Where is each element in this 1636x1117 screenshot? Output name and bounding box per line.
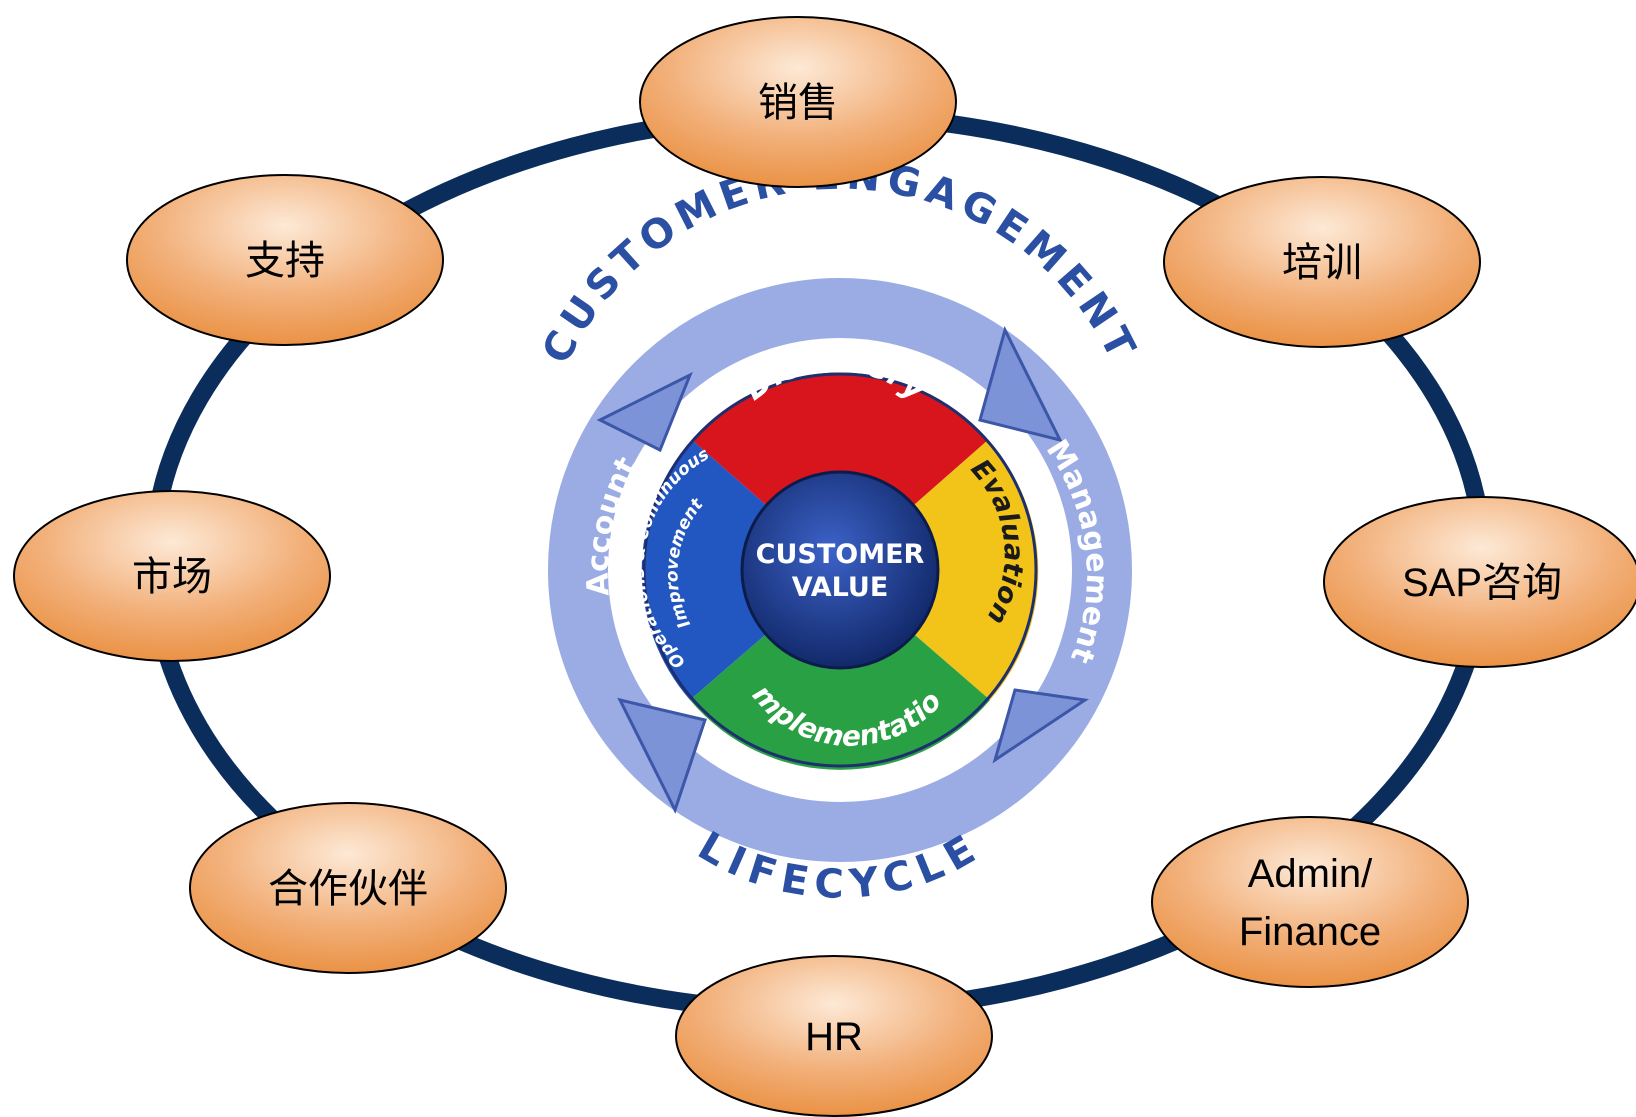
node-support: 支持 <box>126 174 444 346</box>
node-label: 市场 <box>132 555 212 599</box>
node-label: 合作伙伴 <box>268 867 428 911</box>
node-label: 支持 <box>245 239 325 283</box>
node-sap: SAP咨询 <box>1323 496 1636 668</box>
ring-arrowhead-top-right <box>978 325 1063 443</box>
node-ellipse <box>675 955 993 1117</box>
lifecycle-title-top: CUSTOMER ENGAGEMENT <box>534 152 1147 371</box>
node-partners: 合作伙伴 <box>189 802 507 974</box>
node-label: 培训 <box>1282 241 1362 285</box>
node-label: Admin/ <box>1248 852 1373 896</box>
center-label-line2: VALUE <box>792 572 889 603</box>
node-label: HR <box>805 1015 863 1059</box>
node-label: Finance <box>1239 910 1381 954</box>
node-training: 培训 <box>1163 176 1481 348</box>
node-marketing: 市场 <box>13 490 331 662</box>
customer-value-center <box>740 470 940 670</box>
account-management-ring <box>548 278 1132 862</box>
center-label-line1: CUSTOMER <box>756 539 925 570</box>
node-admin: Admin/Finance <box>1151 816 1469 988</box>
node-label: 销售 <box>758 81 838 125</box>
ring-arrowhead-bottom-left <box>617 697 707 814</box>
segment-border <box>642 372 1038 768</box>
ring-arrowhead-bottom-right <box>992 688 1090 764</box>
node-ellipse <box>639 16 957 188</box>
node-ellipse <box>1323 496 1636 668</box>
node-sales: 销售 <box>639 16 957 188</box>
node-ellipse <box>189 802 507 974</box>
node-ellipse <box>126 174 444 346</box>
ring-arrowhead-top-left <box>596 371 693 453</box>
segment-implementation <box>690 570 990 770</box>
node-label: SAP咨询 <box>1402 561 1562 605</box>
node-hr: HR <box>675 955 993 1117</box>
node-ellipse <box>1163 176 1481 348</box>
node-ellipse <box>13 490 331 662</box>
node-ellipse <box>1151 816 1469 988</box>
